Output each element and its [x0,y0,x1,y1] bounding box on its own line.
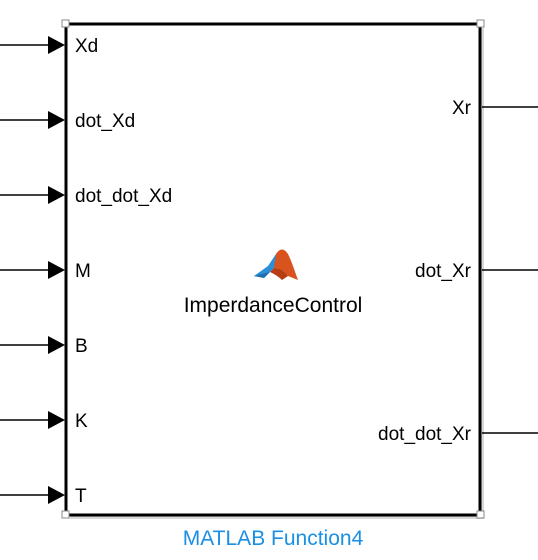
output-ports: Xr dot_Xr dot_dot_Xr [378,98,538,445]
arrow-icon [48,411,65,429]
input-port-label: Xd [75,36,98,57]
handle-bottom-right[interactable] [476,510,485,519]
handle-bottom-left[interactable] [61,510,70,519]
input-port-label: B [75,336,88,357]
output-port-dot-xr[interactable]: dot_Xr [415,261,538,282]
output-port-dot-dot-xr[interactable]: dot_dot_Xr [378,424,538,445]
input-port-label: dot_dot_Xd [75,186,172,207]
input-port-label: K [75,411,88,432]
output-port-label: Xr [452,98,472,119]
block-name[interactable]: MATLAB Function4 [183,527,364,550]
arrow-icon [48,261,65,279]
input-ports: Xd dot_Xd dot_dot_XdM B K T [0,36,172,507]
handle-top-right[interactable] [476,19,485,28]
input-port-dot-xd[interactable]: dot_Xd [0,111,135,132]
input-port-k[interactable]: K [0,411,88,432]
selection-handles[interactable] [61,19,485,519]
arrow-icon [48,186,65,204]
input-port-xd[interactable]: Xd [0,36,98,57]
arrow-icon [48,486,65,504]
input-port-label: M [75,261,91,282]
input-port-dot-dot-xd[interactable]: dot_dot_Xd [0,186,172,207]
matlab-logo-icon [254,249,298,280]
handle-top-left[interactable] [61,19,70,28]
output-port-xr[interactable]: Xr [452,98,538,119]
output-port-label: dot_dot_Xr [378,424,472,445]
arrow-icon [48,336,65,354]
input-port-label: T [75,486,87,507]
input-port-b[interactable]: B [0,336,88,357]
function-name: ImperdanceControl [184,294,363,317]
input-port-m[interactable]: M [0,261,91,282]
arrow-icon [48,36,65,54]
input-port-label: dot_Xd [75,111,135,132]
output-port-label: dot_Xr [415,261,472,282]
input-port-t[interactable]: T [0,486,87,507]
arrow-icon [48,111,65,129]
